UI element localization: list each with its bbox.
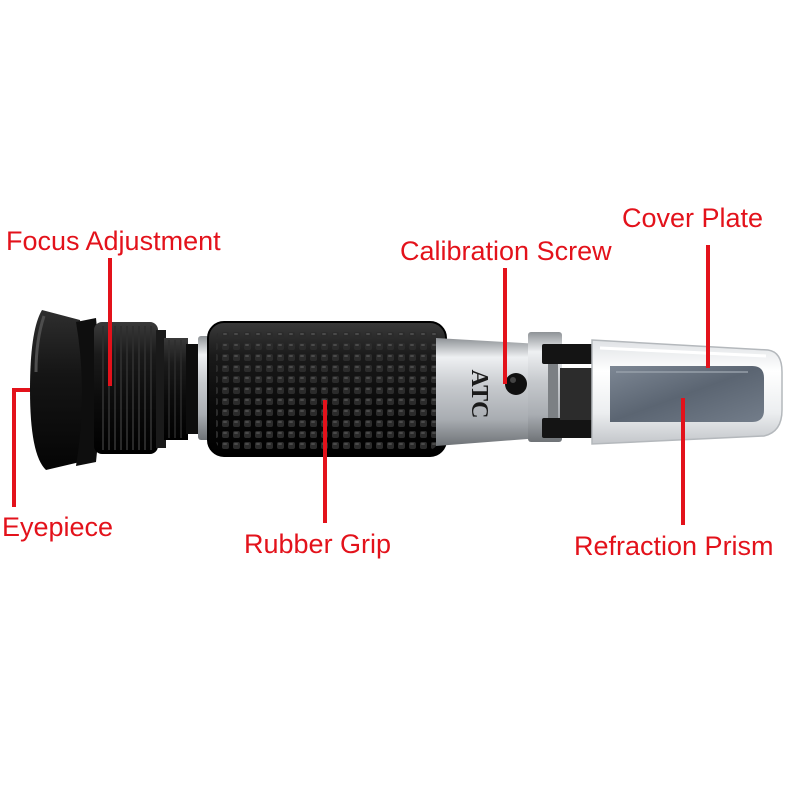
eyepiece-part <box>30 310 100 470</box>
label-rubber-grip: Rubber Grip <box>244 529 392 559</box>
calibration-screw-part <box>505 373 527 395</box>
prism-housing <box>528 332 608 442</box>
label-focus-adjustment: Focus Adjustment <box>6 226 221 256</box>
label-calibration-screw: Calibration Screw <box>400 236 612 266</box>
leader-eyepiece <box>12 388 30 507</box>
label-cover-plate: Cover Plate <box>622 203 764 233</box>
leader-lines <box>12 245 710 525</box>
atc-text: ATC <box>466 370 492 419</box>
label-eyepiece: Eyepiece <box>2 512 114 542</box>
label-refraction-prism: Refraction Prism <box>574 531 774 561</box>
refraction-prism-part <box>610 366 764 422</box>
cover-plate-part <box>591 339 783 445</box>
metal-body: ATC <box>436 338 540 446</box>
